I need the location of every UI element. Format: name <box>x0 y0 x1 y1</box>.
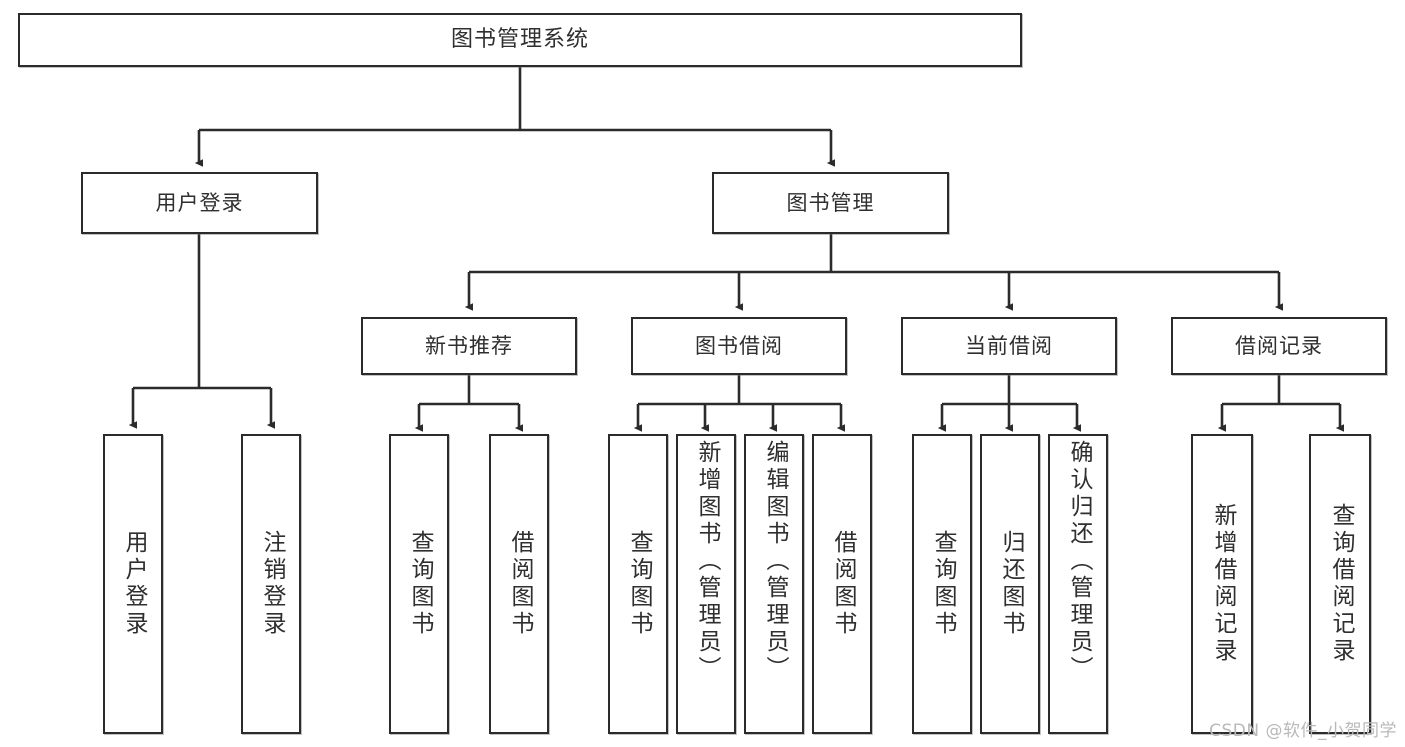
leaf-edit-book-admin[interactable]: 编辑图书（管理员） <box>744 434 804 734</box>
leaf-add-borrow-record[interactable]: 新增借阅记录 <box>1191 434 1253 734</box>
node-label: 借阅图书 <box>506 530 533 638</box>
leaf-query-book-current[interactable]: 查询图书 <box>912 434 972 734</box>
node-label: 借阅记录 <box>1235 333 1323 358</box>
leaf-query-book-borrow[interactable]: 查询图书 <box>608 434 668 734</box>
leaf-query-book-new-book[interactable]: 查询图书 <box>389 434 449 734</box>
leaf-logout[interactable]: 注销登录 <box>241 434 301 734</box>
node-label: 查询图书 <box>929 530 956 638</box>
node-label: 查询借阅记录 <box>1327 503 1354 665</box>
node-label: 新书推荐 <box>425 333 513 358</box>
leaf-confirm-return-admin[interactable]: 确认归还（管理员） <box>1048 434 1108 734</box>
leaf-borrow-book-borrow[interactable]: 借阅图书 <box>812 434 872 734</box>
node-label: 借阅图书 <box>829 530 856 638</box>
node-borrow-record[interactable]: 借阅记录 <box>1171 317 1387 375</box>
node-book-management[interactable]: 图书管理 <box>712 172 949 234</box>
node-label: 图书借阅 <box>695 333 783 358</box>
node-label: 图书管理 <box>786 190 875 215</box>
csdn-watermark: CSDN @软件_小贺同学 <box>1209 721 1397 741</box>
node-label: 用户登录 <box>155 190 244 215</box>
leaf-borrow-book-new-book[interactable]: 借阅图书 <box>489 434 549 734</box>
node-root-book-management-system[interactable]: 图书管理系统 <box>18 13 1022 67</box>
node-label: 新增借阅记录 <box>1209 503 1236 665</box>
node-new-book-recommendation[interactable]: 新书推荐 <box>361 317 577 375</box>
node-book-borrow[interactable]: 图书借阅 <box>631 317 847 375</box>
leaf-user-login[interactable]: 用户登录 <box>103 434 163 734</box>
node-user-login[interactable]: 用户登录 <box>81 172 318 234</box>
leaf-query-borrow-record[interactable]: 查询借阅记录 <box>1309 434 1371 734</box>
node-current-borrow[interactable]: 当前借阅 <box>901 317 1117 375</box>
leaf-add-book-admin[interactable]: 新增图书（管理员） <box>676 434 736 734</box>
node-label: 当前借阅 <box>965 333 1053 358</box>
node-label: 新增图书（管理员） <box>693 440 720 683</box>
node-label: 编辑图书（管理员） <box>761 440 788 683</box>
node-label: 图书管理系统 <box>450 27 589 53</box>
node-label: 归还图书 <box>997 530 1024 638</box>
node-label: 注销登录 <box>258 530 285 638</box>
node-label: 查询图书 <box>406 530 433 638</box>
node-label: 用户登录 <box>120 530 147 638</box>
node-label: 确认归还（管理员） <box>1065 440 1092 683</box>
leaf-return-book[interactable]: 归还图书 <box>980 434 1040 734</box>
node-label: 查询图书 <box>625 530 652 638</box>
